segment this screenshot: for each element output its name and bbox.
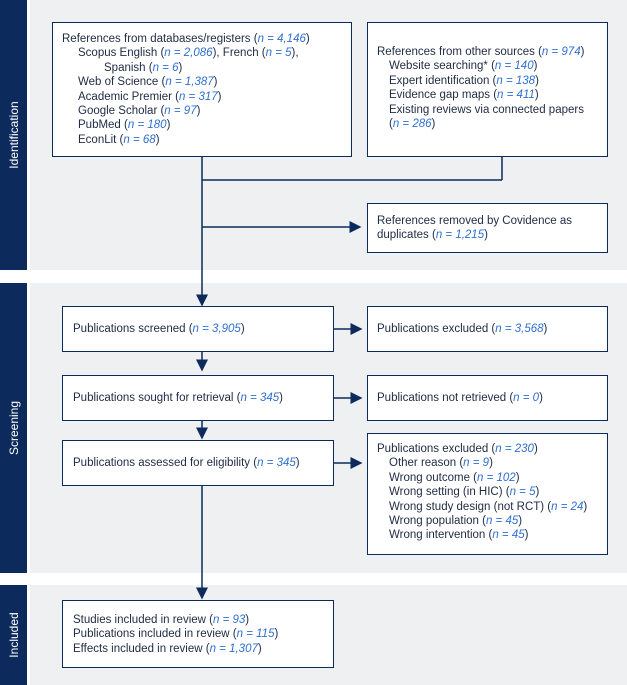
excluded-eligibility-heading: Publications excluded (n = 230) xyxy=(377,443,538,455)
publications-screened-text: Publications screened (n = 3,905) xyxy=(73,323,245,335)
publications-excluded-screening-text: Publications excluded (n = 3,568) xyxy=(377,323,548,335)
box-publications-excluded-eligibility: Publications excluded (n = 230) Other re… xyxy=(367,433,608,555)
exclusion-wrong-setting: Wrong setting (in HIC) (n = 5) xyxy=(389,486,540,499)
source-scopus-spanish: Spanish (n = 6) xyxy=(104,61,183,74)
exclusion-wrong-intervention: Wrong intervention (n = 45) xyxy=(389,529,529,542)
exclusion-wrong-outcome: Wrong outcome (n = 102) xyxy=(389,471,520,484)
stage-bar-identification: Identification xyxy=(0,0,27,270)
box-other-sources: References from other sources (n = 974) … xyxy=(367,22,608,157)
box-publications-not-retrieved: Publications not retrieved (n = 0) xyxy=(367,375,608,421)
box-duplicates-removed: References removed by Covidence as dupli… xyxy=(367,203,608,253)
box-publications-excluded-screening: Publications excluded (n = 3,568) xyxy=(367,306,608,352)
stage-label-identification: Identification xyxy=(6,101,21,169)
source-existing-reviews: Existing reviews via connected papers xyxy=(389,103,584,116)
box-included-in-review: Studies included in review (n = 93) Publ… xyxy=(62,600,334,668)
box-publications-sought: Publications sought for retrieval (n = 3… xyxy=(62,375,334,421)
source-web-of-science: Web of Science (n = 1,387) xyxy=(78,76,218,89)
stage-bar-screening: Screening xyxy=(0,283,27,573)
box-publications-screened: Publications screened (n = 3,905) xyxy=(62,306,334,352)
effects-included: Effects included in review (n = 1,307) xyxy=(73,642,262,655)
box-publications-assessed: Publications assessed for eligibility (n… xyxy=(62,440,334,486)
publications-not-retrieved-text: Publications not retrieved (n = 0) xyxy=(377,392,543,404)
database-references-heading: References from databases/registers (n =… xyxy=(62,33,310,45)
duplicates-removed-line1: References removed by Covidence as xyxy=(377,215,572,227)
source-existing-reviews-count: (n = 286) xyxy=(389,118,436,131)
box-database-references: References from databases/registers (n =… xyxy=(52,22,352,157)
source-academic-premier: Academic Premier (n = 317) xyxy=(78,90,222,103)
source-website-searching: Website searching* (n = 140) xyxy=(389,60,538,73)
source-scopus: Scopus English (n = 2,086), French (n = … xyxy=(78,47,299,60)
source-econlit: EconLit (n = 68) xyxy=(78,133,160,146)
studies-included: Studies included in review (n = 93) xyxy=(73,614,250,626)
source-pubmed: PubMed (n = 180) xyxy=(78,119,171,132)
exclusion-wrong-study-design: Wrong study design (not RCT) (n = 24) xyxy=(389,500,588,513)
stage-label-included: Included xyxy=(6,612,21,658)
source-expert-identification: Expert identification (n = 138) xyxy=(389,74,539,87)
publications-assessed-text: Publications assessed for eligibility (n… xyxy=(73,457,300,469)
publications-included: Publications included in review (n = 115… xyxy=(73,628,279,641)
other-sources-heading: References from other sources (n = 974) xyxy=(377,46,585,58)
publications-sought-text: Publications sought for retrieval (n = 3… xyxy=(73,392,284,404)
exclusion-wrong-population: Wrong population (n = 45) xyxy=(389,515,523,528)
source-google-scholar: Google Scholar (n = 97) xyxy=(78,105,201,118)
stage-bar-included: Included xyxy=(0,585,27,685)
stage-label-screening: Screening xyxy=(6,400,21,456)
exclusion-other-reason: Other reason (n = 9) xyxy=(389,457,493,470)
source-evidence-gap-maps: Evidence gap maps (n = 411) xyxy=(389,89,539,102)
duplicates-removed-line2: duplicates (n = 1,215) xyxy=(377,229,488,242)
